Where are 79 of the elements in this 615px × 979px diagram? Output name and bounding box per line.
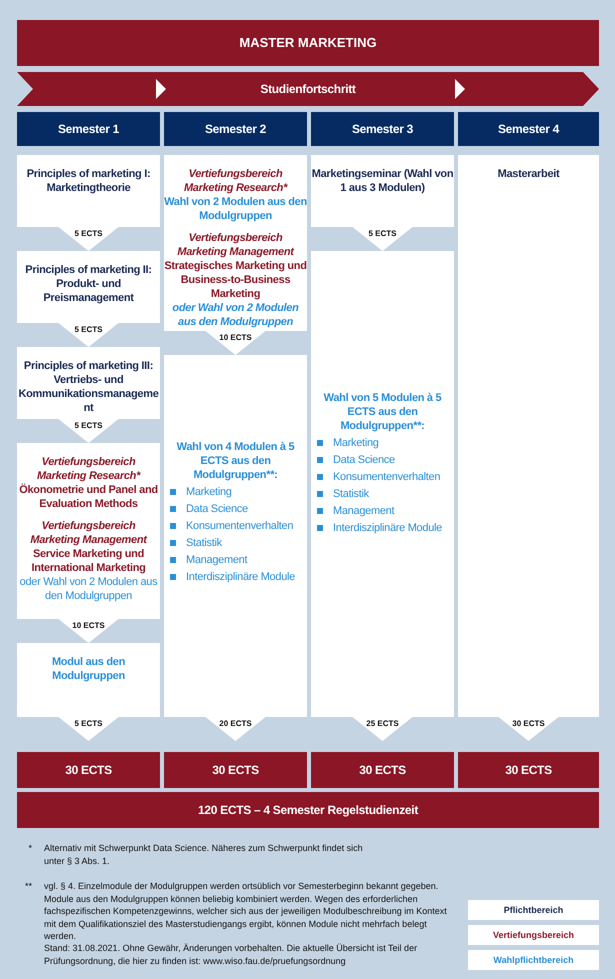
heading: Semester 2 [204,122,266,136]
module-title: Service Marketing und International Marketing [30,547,147,575]
credit-label: 25 ECTS [365,719,400,728]
semester-header [164,112,307,146]
footnote-mark: * [27,842,32,854]
list-item: Marketing [317,436,454,450]
semester-header [458,112,599,146]
module-title: Strategisches Marketing und Business-to-Business Marketing [164,259,307,301]
module-title: Marketingseminar (Wahl von 1 aus 3 Modulen) [311,167,454,195]
list-item: Management [317,504,454,518]
module-card [17,347,160,443]
footnote-text: vgl. § 4. Einzelmodule der Modulgruppen werden ortsüblich vor Semesterbeginn bekannt gegeben. Module aus den Modulgruppen können beliebig kombiniert werden. Wegen des erforderlichen fachspezifischen Kompetenzgewinns, welcher sich aus der jeweiligen Modulbeschreibung im Kontext mit dem Qualifikationsziel des Masterstudiengangs ergibt, können Module nicht mehrfach belegt werden. [44,880,448,942]
list-item: Data Science [317,453,454,467]
module-card [164,355,307,741]
footnote-text: Stand: 31.08.2021. Ohne Gewähr, Änderungen vorbehalten. Die aktuelle Übersicht ist Teil der Prüfungsordnung, die hier zu finden ist: www.wiso.fau.de/pruefungsordnung [44,942,418,967]
module-title: Principles of marketing II: Produkt- und Preismanagement [24,263,153,305]
credit-label: 20 ECTS [218,719,253,728]
credit-label: 10 ECTS [71,621,106,630]
list-item: Statistik [170,536,307,550]
list-item: Statistik [317,487,454,501]
footnote-mark: ** [24,880,32,892]
credit-total-bar [17,792,599,828]
credit-label: 5 ECTS [73,229,104,238]
module-card [164,155,307,355]
credit-label: 10 ECTS [218,333,253,342]
specialization-heading: Vertiefungsbereich Marketing Management [29,519,148,547]
credit-label: 5 ECTS [73,719,104,728]
module-card [311,251,454,741]
semester-header [17,112,160,146]
list-item: Management [170,553,307,567]
specialization-heading: Vertiefungsbereich Marketing Management [176,231,296,259]
list-item: Marketing [170,485,307,499]
module-card [458,155,599,741]
footnote-text: Alternativ mit Schwerpunkt Data Science. Näheres zum Schwerpunkt findet sich unter § 3 Abs. 1. [44,842,364,867]
credit-total-bar [458,752,599,788]
specialization-heading: Vertiefungsbereich Marketing Research* [182,167,289,195]
elective-text: oder Wahl von 2 Modulen aus den Modulgruppen [18,575,158,603]
heading: 30 ECTS [212,763,259,777]
heading: 30 ECTS [505,763,552,777]
module-title: Principles of marketing III: Vertriebs- und Kommunikationsmanagement [17,359,160,415]
credit-label: 5 ECTS [73,325,104,334]
legend-item: Pflichtbereich [468,900,599,920]
list-item: Interdisziplinäre Module [170,570,307,584]
list-item: Interdisziplinäre Module [317,521,454,535]
elective-text: oder Wahl von 2 Modulen aus den Modulgruppen [171,301,300,329]
heading: 30 ECTS [65,763,112,777]
heading: Studienfortschritt [260,82,356,96]
legend-item: Wahlpflichtbereich [468,950,599,970]
heading: Semester 3 [352,122,414,136]
list-item: Data Science [170,502,307,516]
module-title: Principles of marketing I: Marketingtheorie [26,167,152,195]
legend-item: Vertiefungsbereich [468,925,599,945]
module-card [17,155,160,251]
semester-header [311,112,454,146]
heading: 120 ECTS – 4 Semester Regelstudienzeit [198,803,418,817]
heading: 30 ECTS [359,763,406,777]
module-title: Masterarbeit [498,167,560,181]
credit-label: 5 ECTS [367,229,398,238]
elective-text: Wahl von 2 Modulen aus den Modulgruppen [164,195,307,223]
module-card [17,251,160,347]
module-title: Ökonometrie und Panel and Evaluation Methods [18,483,159,511]
list-item: Konsumentenverhalten [317,470,454,484]
module-card [311,155,454,251]
elective-text: Wahl von 4 Modulen à 5 ECTS aus den Modulgruppen**: [176,440,296,482]
specialization-heading: Vertiefungsbereich Marketing Research* [36,455,142,483]
progress-chevron-band [17,72,599,106]
credit-total-bar [164,752,307,788]
heading: Semester 1 [58,122,120,136]
module-card [17,443,160,643]
module-card [17,643,160,741]
credit-label: 5 ECTS [73,421,104,430]
title-banner: MASTER MARKETING [17,20,599,66]
credit-label: 30 ECTS [511,719,546,728]
elective-text: Modul aus den Modulgruppen [50,655,126,683]
credit-total-bar [311,752,454,788]
heading: Semester 4 [498,122,560,136]
elective-text: Wahl von 5 Modulen à 5 ECTS aus den Modulgruppen**: [322,391,442,433]
credit-total-bar [17,752,160,788]
list-item: Konsumentenverhalten [170,519,307,533]
